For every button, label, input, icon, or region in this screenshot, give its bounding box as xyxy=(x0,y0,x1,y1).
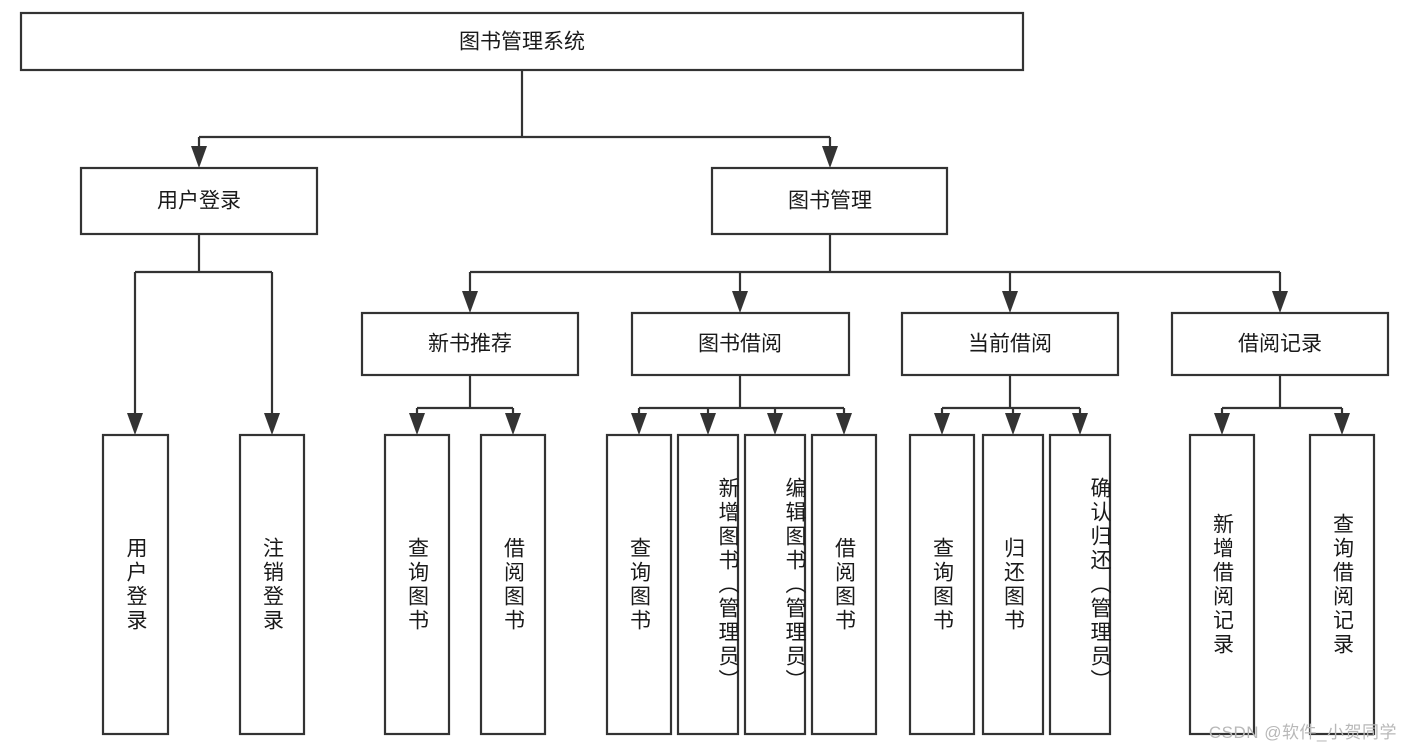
connector-book-borrow-bus xyxy=(637,375,846,421)
node-leaf-user-login-box[interactable] xyxy=(101,433,170,736)
arrow-book-manage-to-borrow-record xyxy=(1272,291,1288,313)
node-current-borrow-box[interactable] xyxy=(900,311,1120,377)
node-leaf-borrow-book-2-box[interactable] xyxy=(810,433,878,736)
arrow-to-leaf-query-book-1 xyxy=(409,413,425,435)
connector-user-login-bus xyxy=(133,234,274,421)
node-book-manage-box[interactable] xyxy=(710,166,949,236)
connector-borrow-record-bus xyxy=(1220,375,1344,421)
node-leaf-query-book-3-box[interactable] xyxy=(908,433,976,736)
node-leaf-confirm-return-box[interactable] xyxy=(1048,433,1112,736)
arrow-to-leaf-edit-book-admin xyxy=(767,413,783,435)
node-root-box[interactable] xyxy=(19,11,1025,72)
node-user-login-box[interactable] xyxy=(79,166,319,236)
node-borrow-record-label: 借阅记录 xyxy=(1238,333,1322,356)
arrow-to-leaf-add-record xyxy=(1214,413,1230,435)
node-leaf-add-record-box[interactable] xyxy=(1188,433,1256,736)
arrow-book-manage-to-book-borrow xyxy=(732,291,748,313)
node-leaf-add-book-admin-box[interactable] xyxy=(676,433,740,736)
arrow-to-leaf-query-record xyxy=(1334,413,1350,435)
arrow-to-leaf-return-book xyxy=(1005,413,1021,435)
node-leaf-logout-box[interactable] xyxy=(238,433,306,736)
node-leaf-query-book-1-box[interactable] xyxy=(383,433,451,736)
node-book-borrow-box[interactable] xyxy=(630,311,851,377)
arrow-to-leaf-confirm-return xyxy=(1072,413,1088,435)
arrow-to-leaf-query-book-3 xyxy=(934,413,950,435)
arrow-book-manage-to-new-book-recommend xyxy=(462,291,478,313)
arrow-user-login-to-leaf-logout xyxy=(264,413,280,435)
arrow-root-to-user-login xyxy=(191,146,207,168)
arrow-to-leaf-borrow-book-2 xyxy=(836,413,852,435)
node-leaf-return-book-box[interactable] xyxy=(981,433,1045,736)
node-current-borrow-label: 当前借阅 xyxy=(968,333,1052,356)
connector-root-bus xyxy=(197,70,832,154)
arrow-root-to-book-manage xyxy=(822,146,838,168)
node-book-borrow-label: 图书借阅 xyxy=(698,333,782,356)
connector-new-book-recommend-bus xyxy=(415,375,515,421)
node-root-label: 图书管理系统 xyxy=(459,31,585,54)
node-leaf-borrow-book-1-box[interactable] xyxy=(479,433,547,736)
node-leaf-query-book-2-box[interactable] xyxy=(605,433,673,736)
node-leaf-edit-book-admin-box[interactable] xyxy=(743,433,807,736)
arrow-book-manage-to-current-borrow xyxy=(1002,291,1018,313)
node-book-manage-label: 图书管理 xyxy=(788,190,872,213)
node-borrow-record-box[interactable] xyxy=(1170,311,1390,377)
arrow-to-leaf-add-book-admin xyxy=(700,413,716,435)
connectors-layer xyxy=(127,70,1350,435)
node-user-login-label: 用户登录 xyxy=(157,190,241,213)
node-new-book-recommend-box[interactable] xyxy=(360,311,580,377)
connector-book-manage-bus xyxy=(468,234,1282,299)
node-new-book-recommend-label: 新书推荐 xyxy=(428,333,512,356)
arrow-to-leaf-borrow-book-1 xyxy=(505,413,521,435)
arrow-user-login-to-leaf-user-login xyxy=(127,413,143,435)
arrow-to-leaf-query-book-2 xyxy=(631,413,647,435)
nodes-layer: 图书管理系统 用户登录 图书管理 新书推荐 图书借阅 当前借阅 借阅记录 xyxy=(19,11,1390,736)
watermark-text: CSDN @软件_小贺同学 xyxy=(1208,723,1397,742)
node-leaf-query-record-box[interactable] xyxy=(1308,433,1376,736)
